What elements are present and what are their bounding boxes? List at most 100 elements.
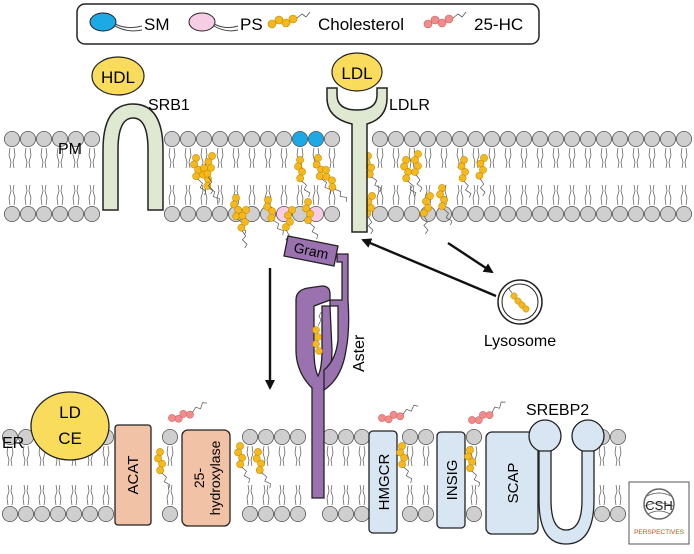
lipid-tail	[472, 147, 476, 169]
lipid-head	[195, 130, 212, 147]
lipid-head	[211, 130, 228, 147]
lipid-tail	[392, 184, 396, 206]
lipid-tail	[504, 184, 508, 206]
lipid-tail	[556, 147, 560, 169]
lipid-tail	[236, 184, 240, 206]
cholesterol	[252, 448, 272, 489]
cholesterol	[263, 196, 284, 236]
lipid-head	[241, 505, 258, 522]
sm-lipid-head	[307, 130, 324, 147]
lipid-head	[50, 505, 67, 522]
lipid-head	[417, 505, 434, 522]
lipid-tail	[684, 147, 688, 169]
lipid-tail	[588, 147, 592, 169]
hydroxycholesterol	[378, 404, 419, 424]
lipid-tail	[220, 184, 224, 206]
lipid-tail	[44, 184, 48, 206]
hydroxycholesterol-icon	[423, 11, 467, 29]
lipid-tail	[584, 184, 588, 206]
lipid-head	[321, 505, 338, 522]
lipid-tail	[298, 484, 302, 506]
lipid-tail	[600, 147, 604, 169]
ps-lipid-icon	[188, 12, 239, 32]
lipid-tail	[300, 184, 304, 206]
ce-label: CE	[58, 429, 82, 448]
lipid-tail	[168, 184, 172, 206]
lipid-tail	[326, 445, 330, 467]
cholesterol-tail	[273, 220, 284, 236]
lipid-head	[195, 205, 212, 222]
lipid-tail	[684, 184, 688, 206]
hdl-label: HDL	[101, 68, 135, 87]
lipid-tail	[184, 147, 188, 169]
lipid-tail	[552, 184, 556, 206]
hdl-particle: HDL	[91, 56, 145, 96]
lipid-tail	[216, 147, 220, 169]
hydroxycholesterol-tail	[491, 401, 506, 414]
cholesterol	[411, 150, 423, 193]
cholesterol	[237, 206, 250, 249]
lipid-tail	[170, 484, 174, 506]
logo-text-csh: CSH	[645, 498, 672, 513]
lipid-head	[401, 428, 418, 445]
lipid-tail	[248, 147, 252, 169]
lipid-tail	[332, 147, 336, 169]
lipid-head	[68, 205, 85, 222]
lipid-tail	[470, 484, 474, 506]
lipid-tail	[504, 147, 508, 169]
lipid-tail	[408, 184, 412, 206]
lipid-head	[580, 130, 597, 147]
lipid-tail	[298, 445, 302, 467]
lipid-head	[628, 205, 645, 222]
cholesterol-ring	[267, 214, 276, 222]
lipid-tail	[284, 184, 288, 206]
lipid-tail	[330, 484, 334, 506]
lipid-head	[179, 205, 196, 222]
lipid-tail	[422, 484, 426, 506]
lipid-tail	[422, 445, 426, 467]
lipid-tail	[54, 484, 58, 506]
lipid-tail	[620, 184, 624, 206]
lipid-tail	[22, 484, 26, 506]
lipid-tail	[266, 445, 270, 467]
cholesterol-ring	[420, 209, 428, 218]
lipid-tail	[92, 184, 96, 206]
cholesterol-icon	[267, 11, 311, 29]
lipid-tail	[294, 484, 298, 506]
lipid-tail	[248, 184, 252, 206]
hydroxycholesterol	[468, 401, 506, 425]
lipid-tail	[6, 445, 10, 467]
lipid-head	[257, 428, 274, 445]
lipid-head	[2, 428, 18, 445]
lipid-tail	[380, 147, 384, 169]
lipid-head	[644, 130, 661, 147]
lipid-tail	[296, 184, 300, 206]
cholesterol-tail	[197, 178, 207, 196]
lipid-head	[532, 205, 549, 222]
lipid-head	[68, 130, 85, 147]
lipid-tail	[24, 147, 28, 169]
cholesterol-ring	[282, 223, 290, 232]
lipid-tail	[88, 147, 92, 169]
lipid-tail	[252, 184, 256, 206]
lipid-tail	[280, 147, 284, 169]
cholesterol	[464, 446, 481, 488]
lipid-tail	[246, 445, 250, 467]
lipid-tail	[40, 184, 44, 206]
lipid-head	[610, 428, 627, 445]
lipid-tail	[406, 445, 410, 467]
lipid-tail	[652, 184, 656, 206]
lipid-tail	[520, 184, 524, 206]
lipid-tail	[346, 484, 350, 506]
cholesterol	[475, 154, 488, 197]
lipid-tail	[524, 147, 528, 169]
lipid-tail	[28, 147, 32, 169]
lipid-tail	[636, 184, 640, 206]
lipid-tail	[12, 184, 16, 206]
lipid-head	[499, 130, 516, 147]
lipid-tail	[44, 147, 48, 169]
lipid-tail	[620, 147, 624, 169]
insig-label: INSIG	[444, 460, 461, 501]
lipid-tail	[102, 484, 106, 506]
lipid-tail	[72, 184, 76, 206]
